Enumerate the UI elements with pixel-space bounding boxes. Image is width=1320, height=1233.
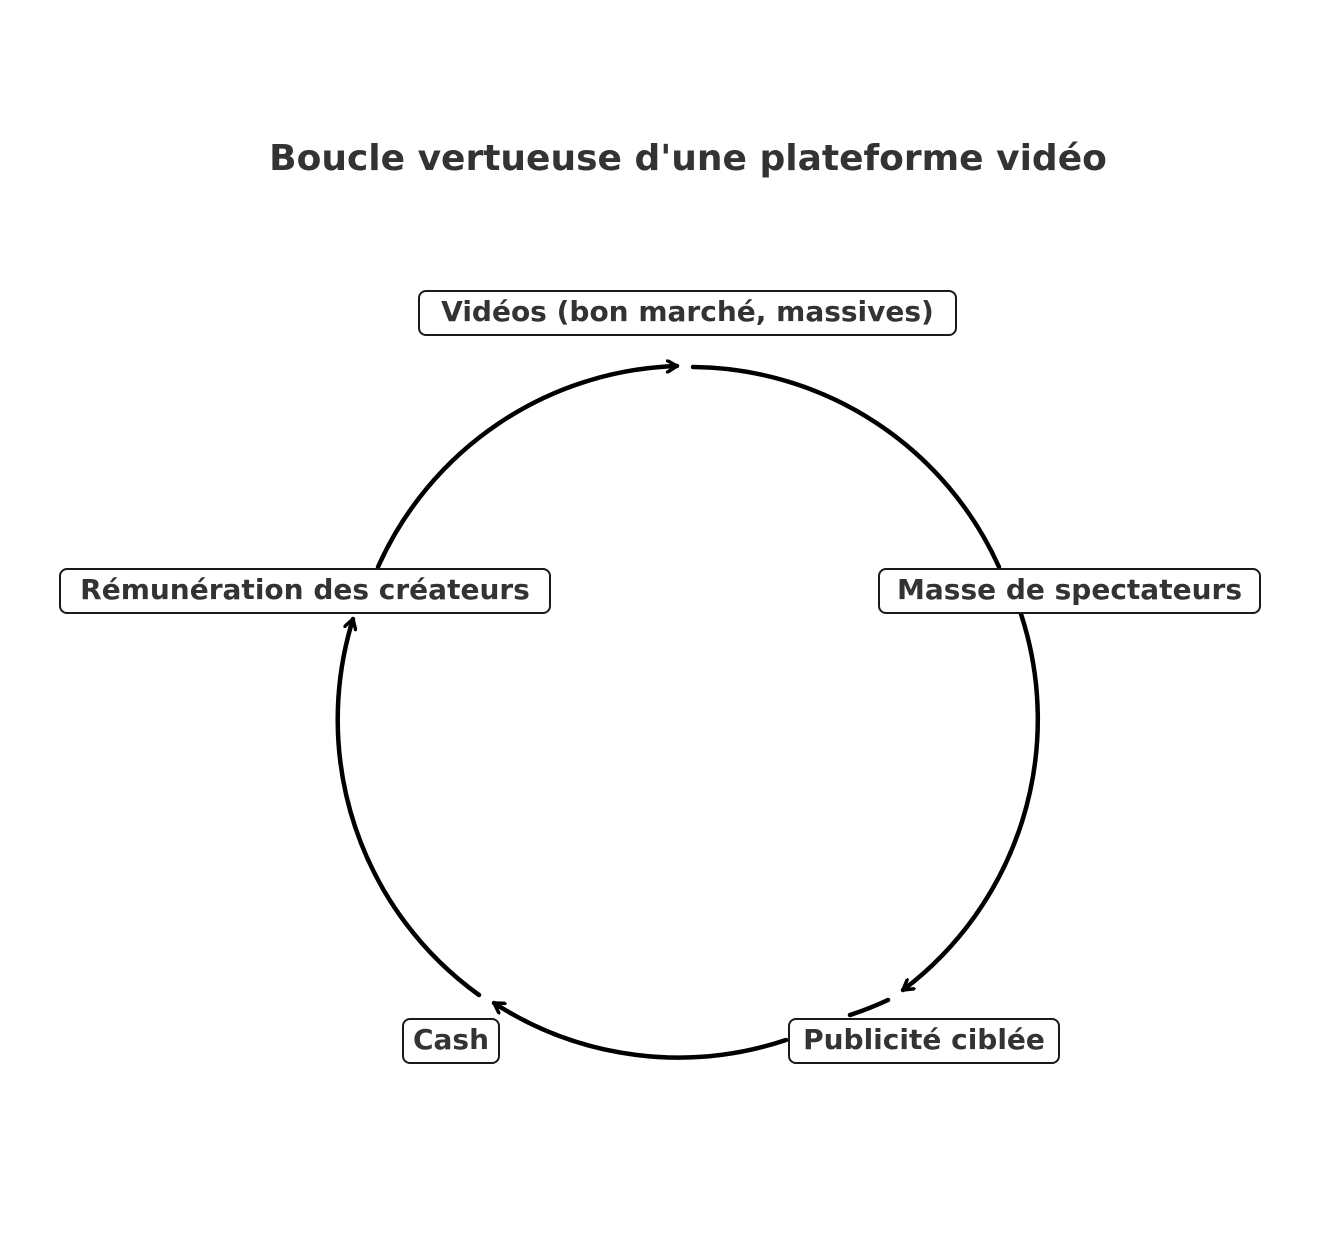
node-cash: Cash xyxy=(402,1018,500,1064)
edge-cash-creators xyxy=(335,616,482,998)
edge-ads-cash xyxy=(491,1000,789,1060)
node-targeted-ads: Publicité ciblée xyxy=(788,1018,1060,1064)
edge-viewers-ads xyxy=(900,611,1041,993)
edge-creators-videos xyxy=(375,366,680,570)
edge-ads-cash-start xyxy=(847,997,891,1018)
edge-videos-viewers xyxy=(690,364,1002,570)
node-creator-pay: Rémunération des créateurs xyxy=(59,568,551,614)
node-viewers: Masse de spectateurs xyxy=(878,568,1261,614)
node-videos: Vidéos (bon marché, massives) xyxy=(418,290,957,336)
diagram-title: Boucle vertueuse d'une plateforme vidéo xyxy=(269,138,1107,179)
